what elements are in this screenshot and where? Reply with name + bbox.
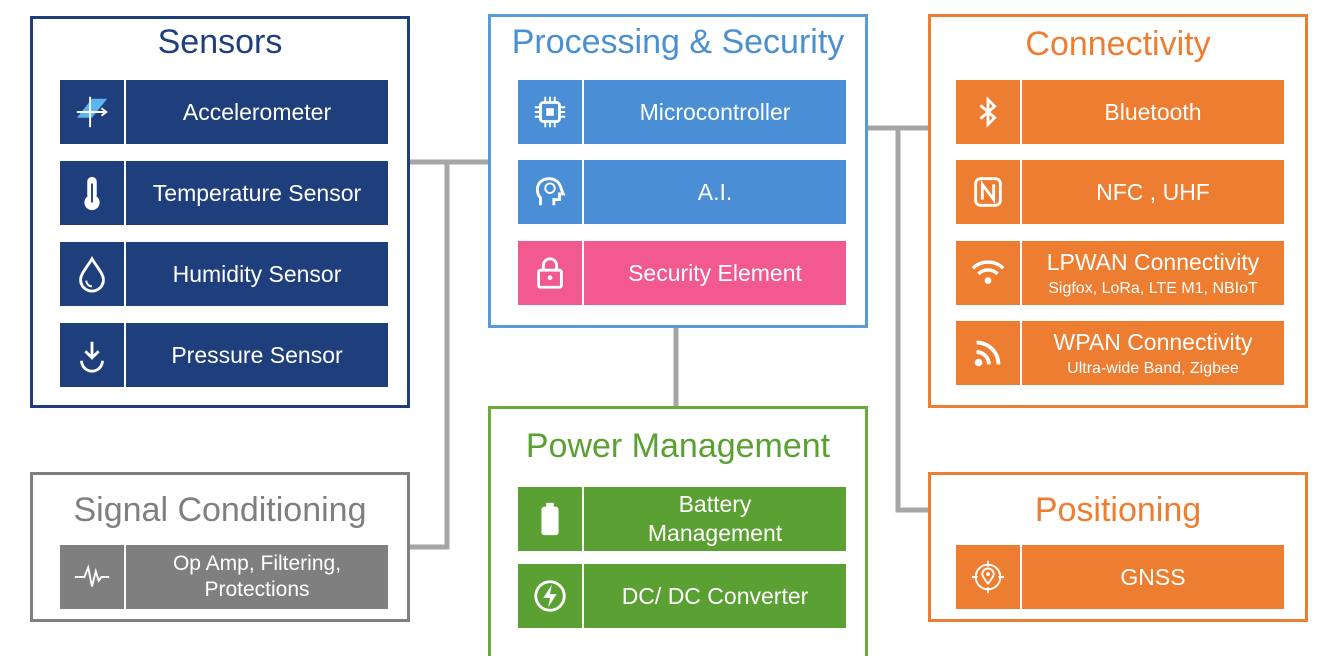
sensor-label: Humidity Sensor [126,242,388,306]
processing-label: Microcontroller [584,80,846,144]
ai-head-icon [518,160,582,224]
sensor-label: Pressure Sensor [126,323,388,387]
sensor-item-humidity[interactable]: Humidity Sensor [60,242,388,306]
lightning-icon [518,564,582,628]
signal-title: Signal Conditioning [73,491,367,529]
nfc-icon [956,160,1020,224]
processing-item-security[interactable]: Security Element [518,241,846,305]
connectivity-item-lpwan[interactable]: LPWAN Connectivity Sigfox, LoRa, LTE M1,… [956,241,1284,305]
processing-item-microcontroller[interactable]: Microcontroller [518,80,846,144]
processing-label: A.I. [584,160,846,224]
waveform-icon [60,545,124,609]
positioning-connector [895,128,928,513]
connectivity-sub-label: Ultra-wide Band, Zigbee [1067,359,1239,377]
droplet-icon [60,242,124,306]
signal-conditioning-panel: Signal Conditioning Op Amp, Filtering, P… [30,472,410,622]
connectivity-panel: Connectivity Bluetooth NFC , UHF LPWAN C… [928,14,1308,408]
connectivity-item-bluetooth[interactable]: Bluetooth [956,80,1284,144]
sensor-item-temperature[interactable]: Temperature Sensor [60,161,388,225]
power-label: Battery Management [584,487,846,551]
power-label: DC/ DC Converter [584,564,846,628]
sensor-item-pressure[interactable]: Pressure Sensor [60,323,388,387]
sensors-title: Sensors [157,23,283,61]
battery-icon [518,487,582,551]
positioning-item-gnss[interactable]: GNSS [956,545,1284,609]
processing-security-panel: Processing & Security Microcontroller A.… [488,14,868,328]
sensors-panel: Sensors Accelerometer Temperature Sensor… [30,16,410,408]
accelerometer-icon [60,80,124,144]
lock-icon [518,241,582,305]
connectivity-label: NFC , UHF [1022,160,1284,224]
wifi-icon [956,241,1020,305]
connectivity-main-label: WPAN Connectivity [1053,329,1253,356]
power-management-panel: Power Management Battery Management DC/ … [488,406,868,656]
connectivity-main-label: NFC , UHF [1096,178,1210,205]
power-title: Power Management [525,427,831,465]
sensor-label: Temperature Sensor [126,161,388,225]
positioning-label: GNSS [1022,545,1284,609]
bluetooth-icon [956,80,1020,144]
pressure-down-icon [60,323,124,387]
sensor-label: Accelerometer [126,80,388,144]
processing-item-ai[interactable]: A.I. [518,160,846,224]
connectivity-item-wpan[interactable]: WPAN Connectivity Ultra-wide Band, Zigbe… [956,321,1284,385]
positioning-panel: Positioning GNSS [928,472,1308,622]
connectivity-label: LPWAN Connectivity Sigfox, LoRa, LTE M1,… [1022,241,1284,305]
power-item-dcdc[interactable]: DC/ DC Converter [518,564,846,628]
connectivity-label: Bluetooth [1022,80,1284,144]
connectivity-title: Connectivity [1025,25,1211,63]
power-item-battery[interactable]: Battery Management [518,487,846,551]
connectivity-main-label: Bluetooth [1104,98,1202,125]
signal-connector [410,162,450,550]
rss-icon [956,321,1020,385]
signal-item-opamp[interactable]: Op Amp, Filtering, Protections [60,545,388,609]
processing-title: Processing & Security [511,23,845,61]
connectivity-sub-label: Sigfox, LoRa, LTE M1, NBIoT [1048,279,1258,297]
sensor-item-accelerometer[interactable]: Accelerometer [60,80,388,144]
connectivity-main-label: LPWAN Connectivity [1046,249,1260,276]
processing-label: Security Element [584,241,846,305]
chip-icon [518,80,582,144]
connectivity-item-nfc[interactable]: NFC , UHF [956,160,1284,224]
connectivity-label: WPAN Connectivity Ultra-wide Band, Zigbe… [1022,321,1284,385]
thermometer-icon [60,161,124,225]
positioning-title: Positioning [1034,491,1202,529]
location-target-icon [956,545,1020,609]
signal-label: Op Amp, Filtering, Protections [126,545,388,609]
